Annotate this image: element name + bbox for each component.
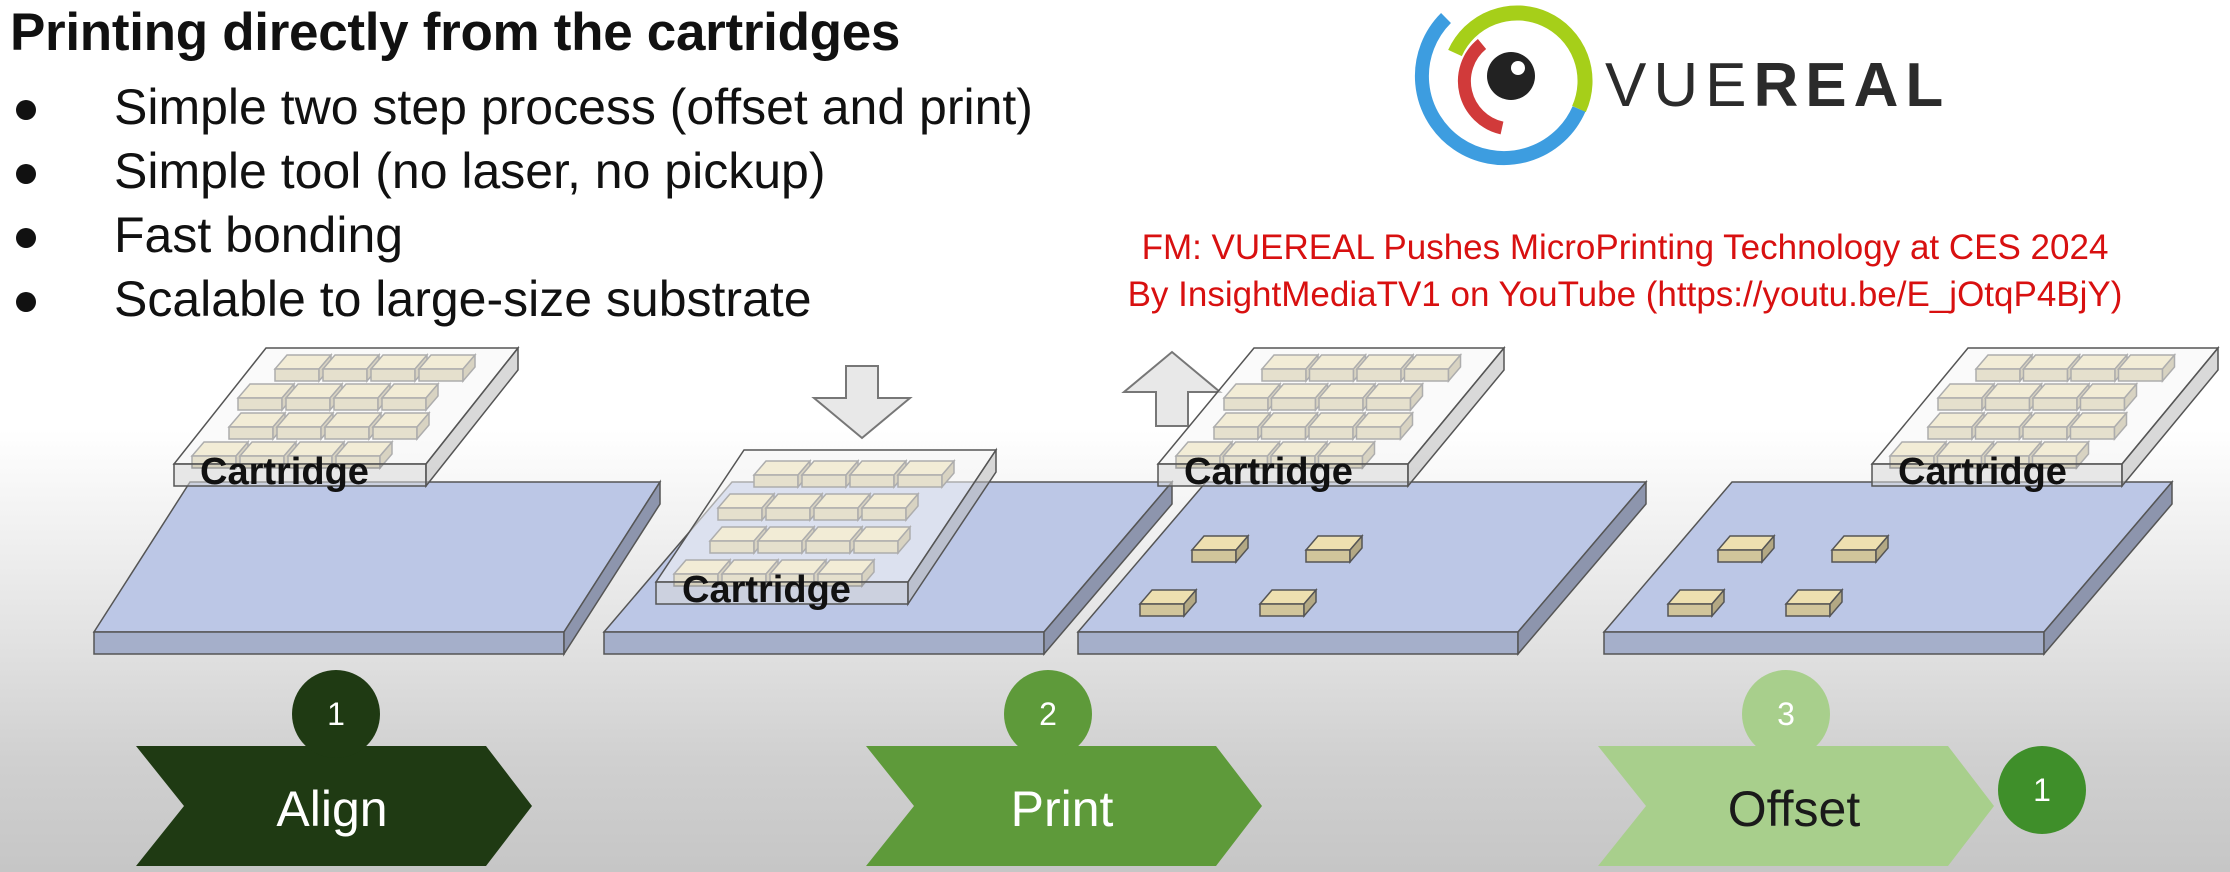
scene-align: Cartridge xyxy=(92,345,662,657)
bullet-dot-icon xyxy=(16,164,36,184)
micro-led-chip xyxy=(1138,587,1198,619)
cartridge-plate-top xyxy=(172,347,520,465)
step-number-badge xyxy=(292,670,380,758)
micro-led-chip-front xyxy=(1831,549,1877,563)
substrate xyxy=(92,479,662,657)
cartridge-plate xyxy=(172,345,520,489)
cartridge-label: Cartridge xyxy=(1898,451,2067,493)
micro-led-chip-side xyxy=(1711,587,1725,619)
substrate-front xyxy=(93,631,565,655)
bullet-dot-icon xyxy=(16,100,36,120)
substrate-top xyxy=(92,481,662,633)
substrate xyxy=(1602,479,2174,657)
micro-led-chip xyxy=(1258,587,1318,619)
step-label: Offset xyxy=(1728,781,1861,837)
loop-badge-number: 1 xyxy=(2033,772,2051,808)
cartridge-plate-top xyxy=(1870,347,2220,465)
micro-led-chip-side xyxy=(1235,533,1249,565)
bullet-dot-icon xyxy=(16,292,36,312)
cartridge: Cartridge xyxy=(1870,345,2220,493)
bullet-dot-icon xyxy=(16,228,36,248)
micro-led-chip-front xyxy=(1785,603,1831,617)
credit-line-2: By InsightMediaTV1 on YouTube (https://y… xyxy=(1127,275,2123,314)
micro-led-chip-side xyxy=(1183,587,1197,619)
cartridge-plate xyxy=(1870,345,2220,489)
cartridge-plate-side xyxy=(2121,345,2219,489)
micro-led-chip-front xyxy=(1191,549,1237,563)
cartridge: Cartridge xyxy=(654,447,998,611)
step-chevron xyxy=(866,746,1262,866)
cartridge-plate-side xyxy=(425,345,519,489)
micro-led-chip xyxy=(1716,533,1776,565)
substrate-side xyxy=(1517,479,1647,657)
micro-led-chip-side xyxy=(1829,587,1843,619)
micro-led-chip xyxy=(1784,587,1844,619)
loop-back-badge: 1 xyxy=(1998,746,2086,834)
step-number: 2 xyxy=(1039,696,1057,732)
cartridge-plate-side xyxy=(907,447,997,607)
cartridge-label: Cartridge xyxy=(682,569,851,611)
substrate xyxy=(1076,479,1648,657)
scene-lift: Cartridge xyxy=(1076,345,1648,657)
step-print: Print 2 xyxy=(866,670,1262,866)
micro-led-chip-front xyxy=(1667,603,1713,617)
scene-print: Cartridge xyxy=(602,447,1174,657)
substrate-side xyxy=(563,479,661,657)
micro-led-chip-side xyxy=(1349,533,1363,565)
substrate-front xyxy=(1603,631,2045,655)
step-offset: Offset 3 xyxy=(1598,670,1994,866)
step-align: Align 1 xyxy=(136,670,532,866)
micro-led-chip-front xyxy=(1139,603,1185,617)
cartridge: Cartridge xyxy=(1156,345,1506,493)
substrate-side xyxy=(2043,479,2173,657)
step-label: Align xyxy=(276,781,387,837)
micro-led-chip xyxy=(1666,587,1726,619)
cartridge-plate xyxy=(1156,345,1506,489)
step-number: 3 xyxy=(1777,696,1795,732)
step-chevron xyxy=(136,746,532,866)
micro-led-chip-front xyxy=(1305,549,1351,563)
micro-led-chip xyxy=(1830,533,1890,565)
micro-led-chip-front xyxy=(1717,549,1763,563)
cartridge-label: Cartridge xyxy=(1184,451,1353,493)
substrate-front xyxy=(1077,631,1519,655)
up-arrow-icon xyxy=(1121,350,1223,427)
step-chevron xyxy=(1598,746,1994,866)
logo-wordmark: VUEREAL xyxy=(1605,51,1951,120)
substrate-front xyxy=(603,631,1045,655)
cartridge-plate xyxy=(654,447,998,607)
step-number: 1 xyxy=(327,696,345,732)
cartridge-plate-side xyxy=(1407,345,1505,489)
down-arrow-icon xyxy=(811,365,913,440)
step-number-badge xyxy=(1742,670,1830,758)
cartridge-plate-top xyxy=(1156,347,1506,465)
slide-title: Printing directly from the cartridges xyxy=(10,3,901,62)
cartridge-label: Cartridge xyxy=(200,451,369,493)
scene-offset: Cartridge xyxy=(1602,345,2220,657)
micro-led-chip xyxy=(1304,533,1364,565)
micro-led-chip-side xyxy=(1761,533,1775,565)
micro-led-chip-side xyxy=(1303,587,1317,619)
step-number-badge xyxy=(1004,670,1092,758)
cartridge: Cartridge xyxy=(172,345,520,493)
micro-led-chip-front xyxy=(1259,603,1305,617)
micro-led-chip xyxy=(1190,533,1250,565)
vuereal-logo-icon xyxy=(1414,5,1593,166)
credit-line-1: FM: VUEREAL Pushes MicroPrinting Technol… xyxy=(1141,228,2109,267)
loop-badge-circle xyxy=(1998,746,2086,834)
step-label: Print xyxy=(1011,781,1114,837)
micro-led-chip-side xyxy=(1875,533,1889,565)
